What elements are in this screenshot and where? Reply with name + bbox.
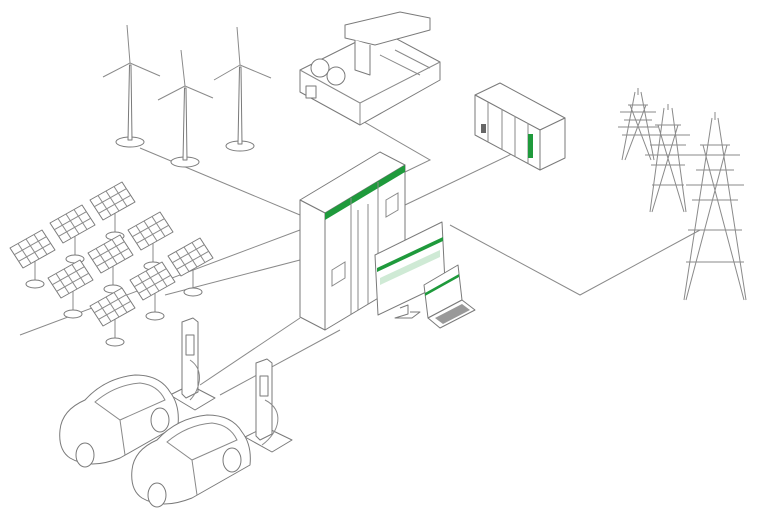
grid-connection [449,224,701,296]
monitoring-laptop-icon [423,264,476,329]
solar-panel-icon [129,261,176,321]
accent-stripe [325,165,405,220]
ev-chargers [169,317,293,453]
solar-panel-icon [167,237,214,297]
monitoring-desktop-icon [374,221,446,319]
wind-turbine-icon [102,24,161,148]
wind-turbine-icon [213,26,272,152]
solar-panel-icon [47,259,94,319]
pylon-icon [683,112,747,301]
wind-turbine-icon [157,49,214,168]
solar-panels [9,181,214,347]
generator-icon [299,11,441,126]
solar-panel-icon [89,181,136,241]
solar-panel-icon [49,204,96,264]
wind-connection [139,147,301,216]
pylon-icon [645,104,691,213]
solar-panel-icon [127,211,174,271]
charger-connection [199,317,301,386]
solar-panel-icon [87,234,134,294]
schneider-logo [528,134,533,158]
power-grid-pylons [618,88,747,301]
charger-connection-2 [219,329,341,396]
electric-car-icon [131,414,251,508]
wind-turbines [102,24,272,168]
pylon-icon [618,88,658,161]
battery-storage-icon [474,82,566,171]
ev-charger-icon [244,358,293,453]
solar-panel-icon [9,229,56,289]
electric-vehicles [59,374,251,508]
microgrid-controller-cabinet [299,151,406,331]
electric-car-icon [59,374,179,468]
ev-charger-icon [169,317,216,411]
solar-panel-icon [89,287,136,347]
battery-connection [404,149,521,206]
generator-connection [339,107,432,173]
